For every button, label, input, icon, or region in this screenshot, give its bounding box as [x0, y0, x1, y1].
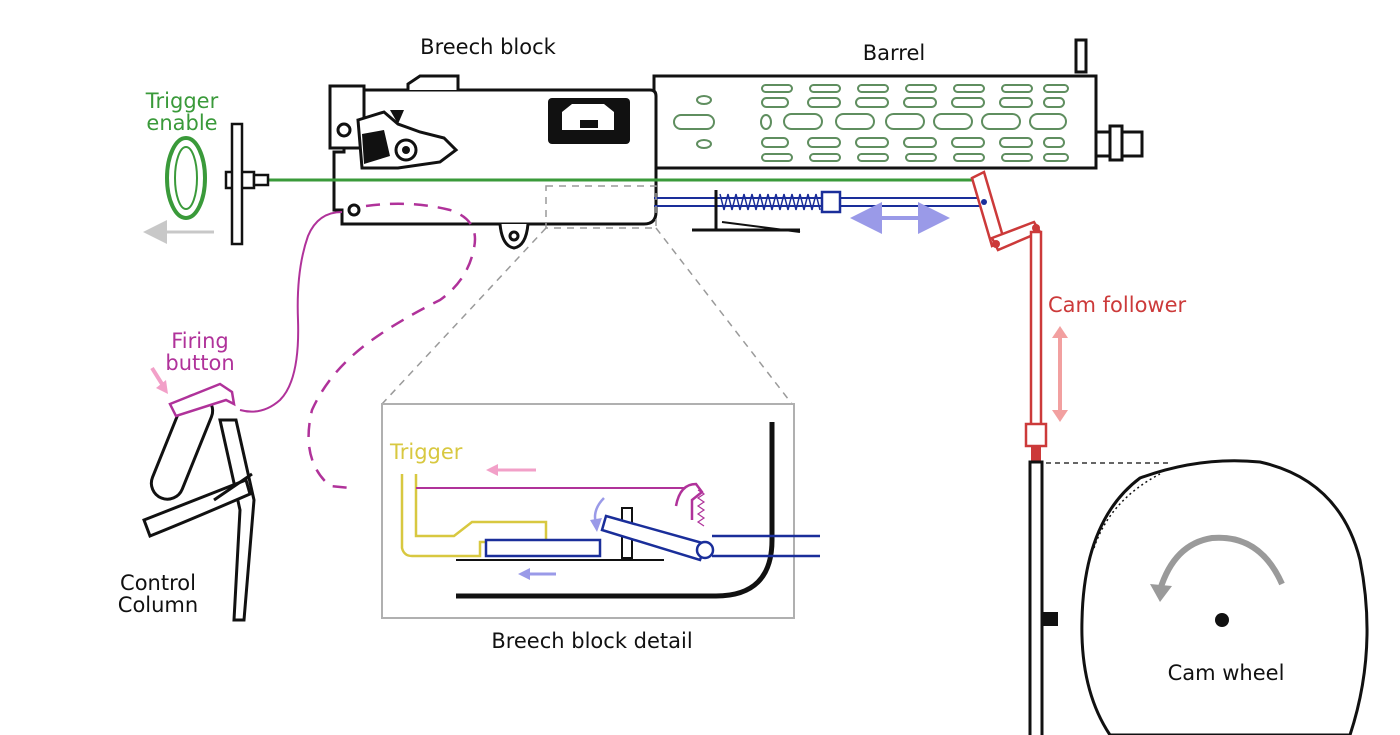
label-trigger: Trigger: [389, 440, 463, 464]
return-spring: [719, 193, 821, 211]
front-sight: [1074, 38, 1088, 74]
cam-wheel: [1080, 459, 1369, 735]
label-trigger-enable-line1: Trigger: [145, 89, 219, 113]
label-cam-follower: Cam follower: [1048, 293, 1187, 317]
detail-trigger: [400, 474, 548, 558]
trigger-enable-ring: [165, 136, 207, 220]
lock-mechanism: [336, 110, 459, 217]
label-breech-block-detail: Breech block detail: [491, 629, 692, 653]
detail-sear-bar: [484, 538, 602, 558]
label-breech-block: Breech block: [420, 35, 557, 59]
breech-block-detail: [400, 422, 820, 599]
label-barrel: Barrel: [863, 41, 925, 65]
muzzle: [1094, 124, 1144, 162]
cam-follower: [970, 170, 1048, 462]
label-firing-button-line2: button: [165, 351, 234, 375]
firing-cable: [239, 202, 477, 490]
press-arrow: [150, 366, 164, 386]
label-control-column-line1: Control: [120, 571, 196, 595]
firing-button-lever: [168, 382, 236, 418]
push-rod-assembly: [654, 190, 984, 233]
detail-callout-lines: [381, 185, 793, 405]
label-trigger-enable-line2: enable: [146, 111, 217, 135]
label-firing-button-line1: Firing: [171, 329, 229, 353]
cam-axle: [1215, 613, 1229, 627]
follower-rod: [1028, 460, 1170, 735]
breech-block-detail-frame: [381, 403, 795, 619]
rotation-arrow: [1157, 534, 1285, 591]
barrel: [652, 38, 1144, 170]
ejection-port: [548, 98, 630, 144]
control-column: [142, 382, 256, 622]
label-control-column-line2: Column: [118, 593, 198, 617]
barrel-cooling-holes: [673, 84, 1069, 162]
trigger-enable-linkage: [224, 122, 976, 246]
label-cam-wheel: Cam wheel: [1168, 661, 1285, 685]
